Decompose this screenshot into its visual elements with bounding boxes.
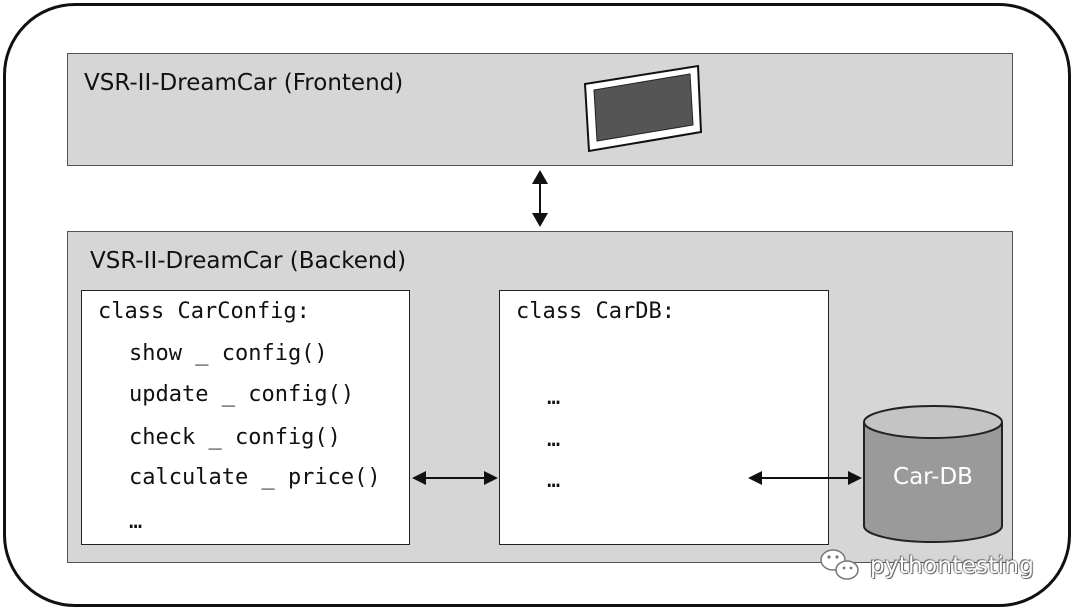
database-label: Car-DB <box>893 464 973 490</box>
method-show-config: show _ config() <box>129 341 328 366</box>
frontend-panel: VSR-II-DreamCar (Frontend) <box>67 53 1013 166</box>
method-check-config: check _ config() <box>129 425 341 450</box>
cardb-item-2: … <box>547 427 561 452</box>
backend-title: VSR-II-DreamCar (Backend) <box>90 248 407 274</box>
method-update-config: update _ config() <box>129 382 355 407</box>
method-calculate-price: calculate _ price() <box>129 465 381 490</box>
carconfig-header: class CarConfig: <box>98 299 310 324</box>
method-ellipsis: … <box>129 509 143 534</box>
cardb-header: class CarDB: <box>516 299 675 324</box>
cardb-item-1: … <box>547 385 561 410</box>
carconfig-class-box: class CarConfig: show _ config() update … <box>81 290 410 545</box>
cardb-class-box: class CarDB: … … … <box>499 290 829 545</box>
frontend-title: VSR-II-DreamCar (Frontend) <box>84 70 404 96</box>
cardb-item-3: … <box>547 468 561 493</box>
watermark-text: pythontesting <box>870 553 1035 579</box>
